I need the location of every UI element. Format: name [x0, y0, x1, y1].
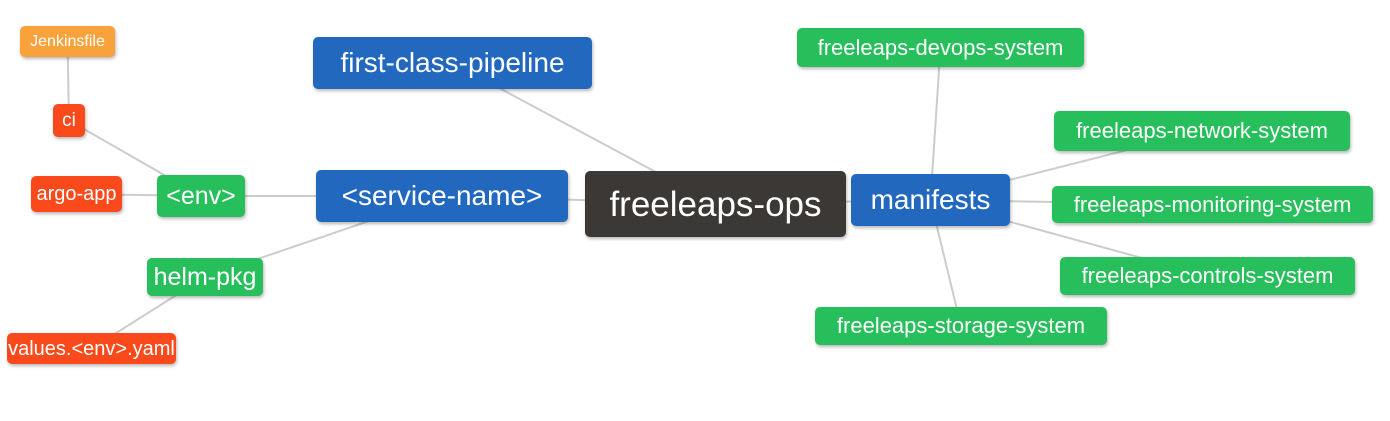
mindmap-node-argo-app[interactable]: argo-app — [31, 176, 122, 212]
mindmap-node-network-system[interactable]: freeleaps-network-system — [1054, 111, 1350, 151]
mindmap-node-env[interactable]: <env> — [157, 175, 245, 217]
mindmap-node-manifests[interactable]: manifests — [851, 174, 1010, 226]
mindmap-node-freeleaps-ops[interactable]: freeleaps-ops — [585, 171, 846, 237]
mindmap-node-jenkinsfile[interactable]: Jenkinsfile — [20, 26, 115, 57]
mindmap-node-service-name[interactable]: <service-name> — [316, 170, 568, 222]
mindmap-node-storage-system[interactable]: freeleaps-storage-system — [815, 307, 1107, 345]
mindmap-node-controls-system[interactable]: freeleaps-controls-system — [1060, 257, 1355, 295]
mindmap-node-ci[interactable]: ci — [53, 104, 85, 137]
mindmap-node-helm-pkg[interactable]: helm-pkg — [147, 258, 263, 296]
mindmap-node-first-class-pipeline[interactable]: first-class-pipeline — [313, 37, 592, 89]
mindmap-node-values-env-yaml[interactable]: values.<env>.yaml — [7, 333, 176, 364]
mindmap-node-monitoring-system[interactable]: freeleaps-monitoring-system — [1052, 186, 1373, 223]
mindmap-node-devops-system[interactable]: freeleaps-devops-system — [797, 28, 1084, 67]
